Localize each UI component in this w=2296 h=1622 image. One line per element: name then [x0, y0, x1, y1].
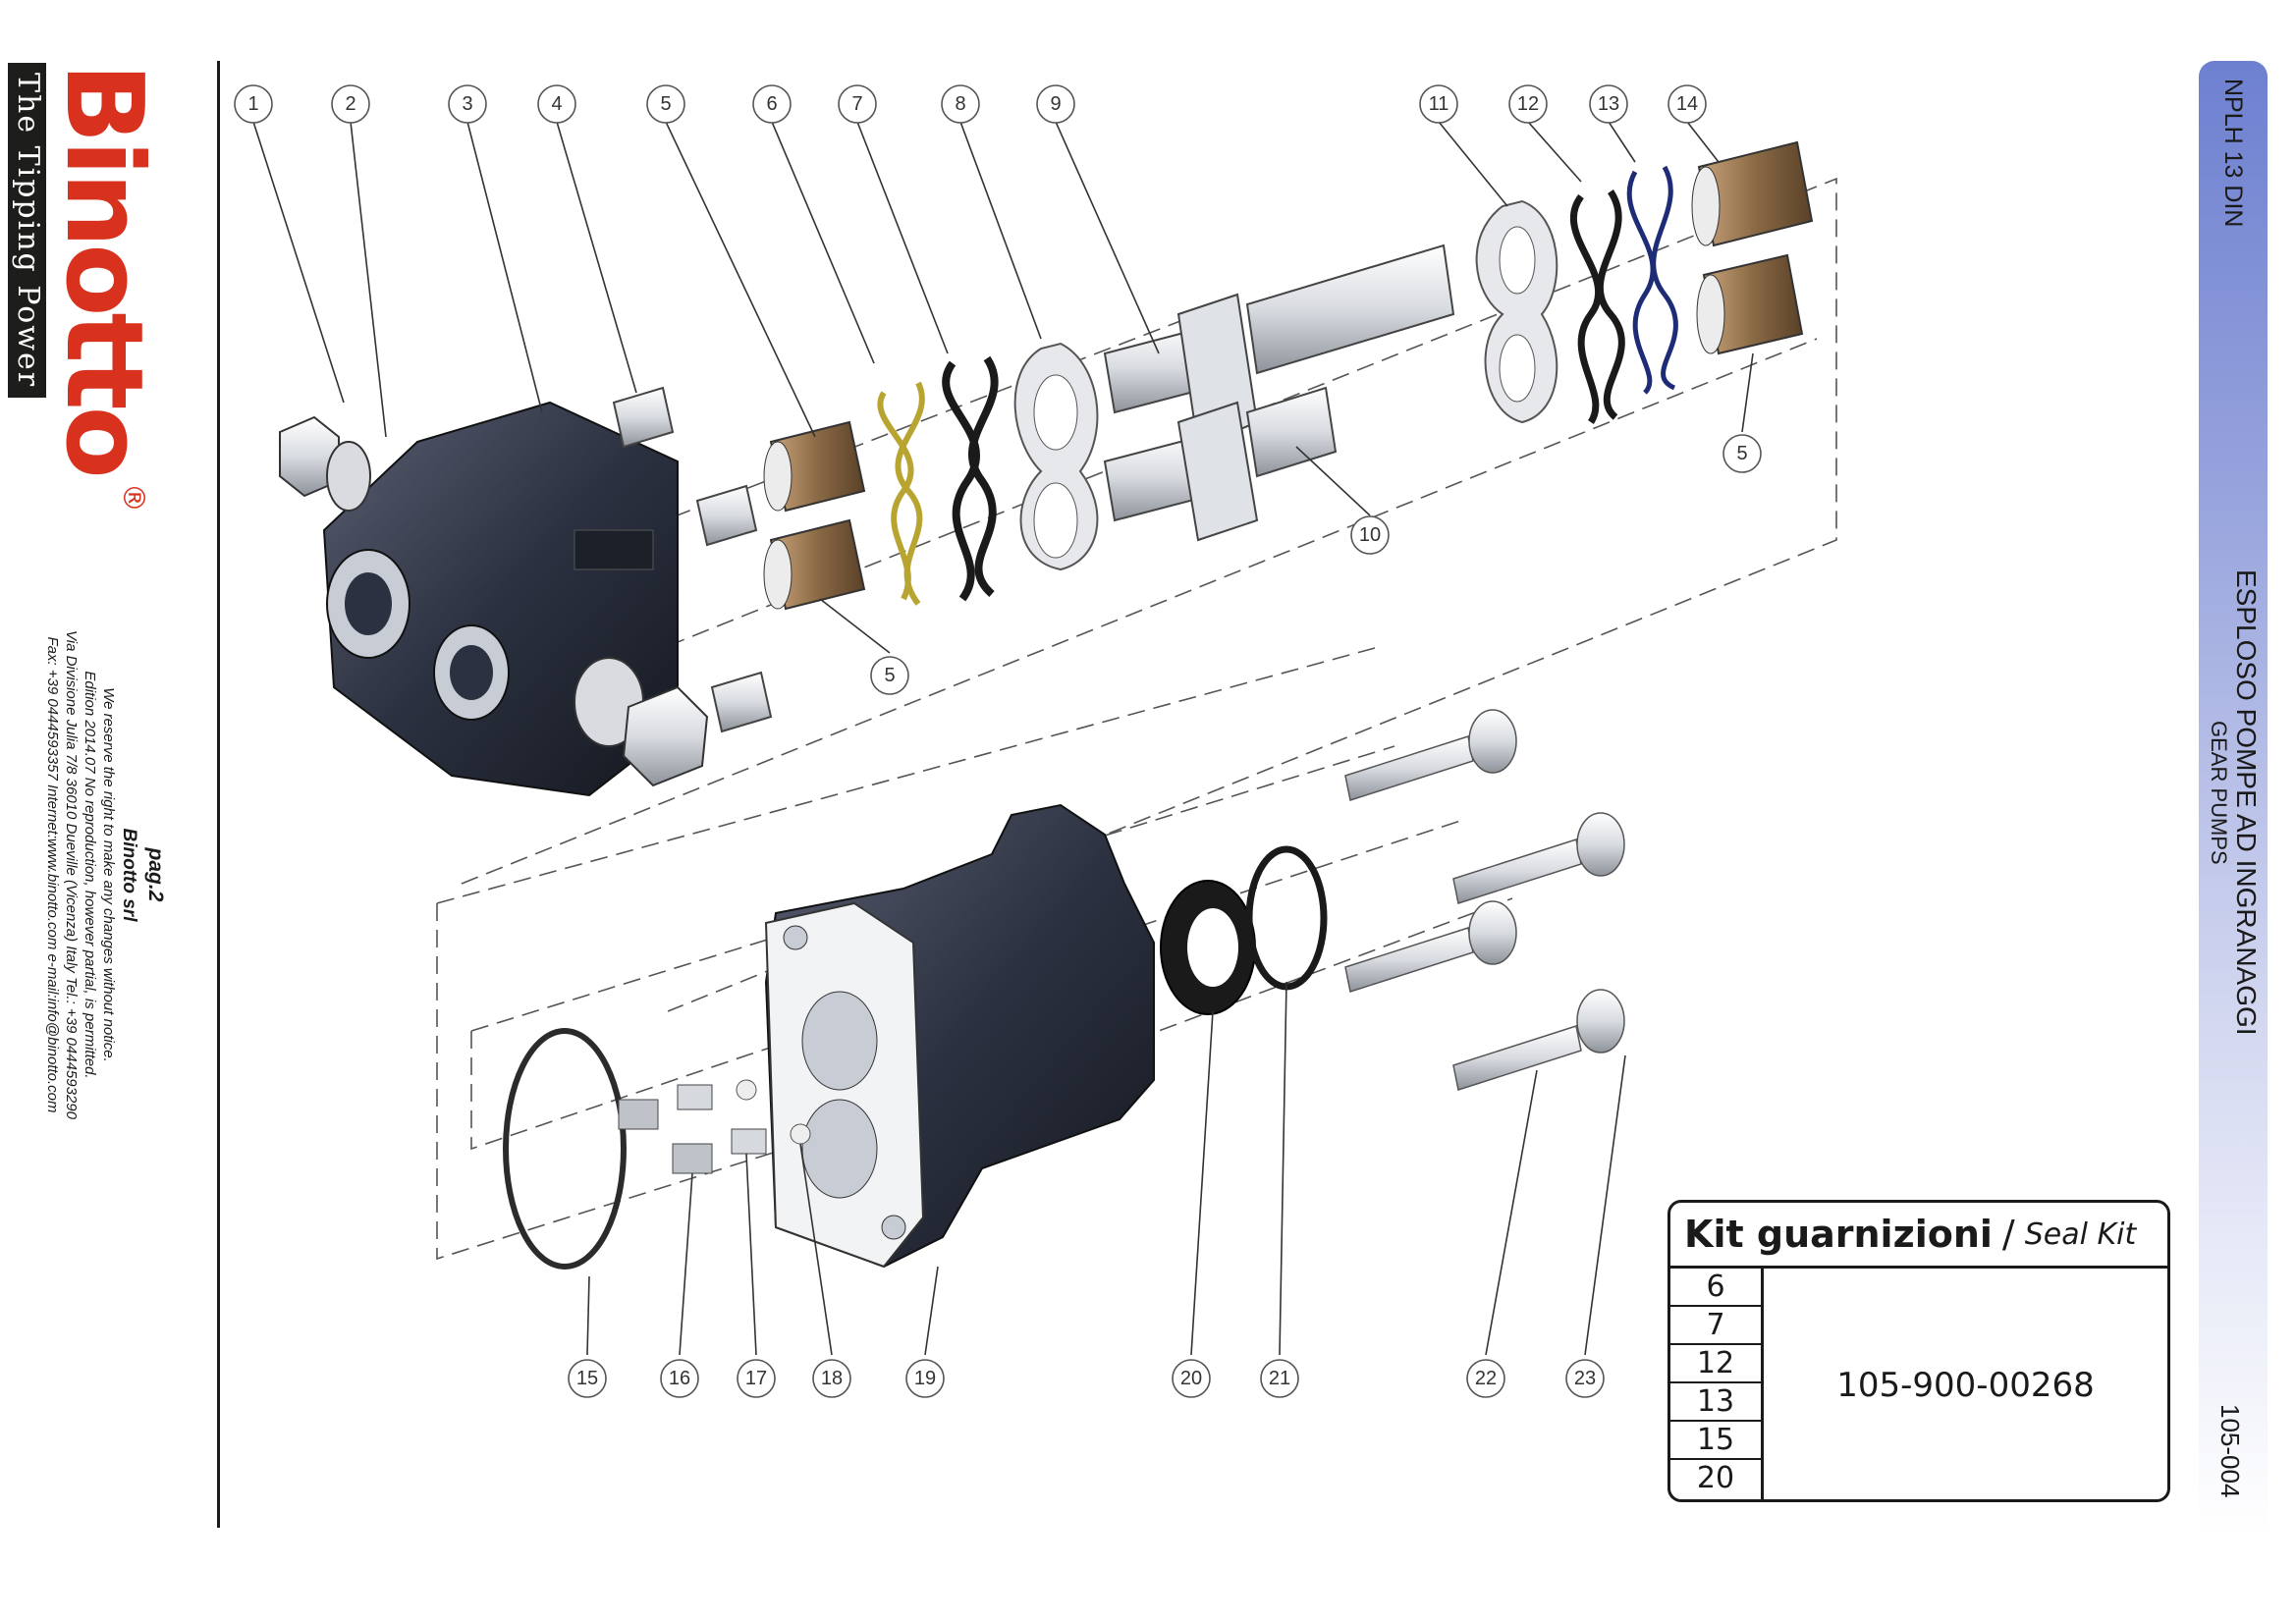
- callout-label: 1: [247, 93, 258, 115]
- seal-kit-position: 7: [1670, 1307, 1761, 1345]
- seal-12: [1570, 189, 1625, 424]
- bolt-2: [1452, 812, 1625, 904]
- bolt-4: [1452, 989, 1625, 1091]
- callout-4: 4: [537, 84, 576, 124]
- front-flange-19: [764, 803, 1155, 1269]
- callout-20: 20: [1172, 1359, 1211, 1398]
- callout-6: 6: [752, 84, 792, 124]
- callout-5: 5: [646, 84, 685, 124]
- callout-label: 2: [345, 93, 355, 115]
- seal-13: [1626, 165, 1678, 395]
- plug-lower: [574, 657, 709, 787]
- seal-kit-position: 20: [1696, 1461, 1735, 1495]
- bushing-14: [1691, 140, 1814, 247]
- callout-9: 9: [1036, 84, 1075, 124]
- margin-rule: [217, 61, 220, 1528]
- callout-22: 22: [1466, 1359, 1505, 1398]
- callout-21: 21: [1260, 1359, 1299, 1398]
- callout-17: 17: [737, 1359, 776, 1398]
- seal-6: [877, 381, 925, 606]
- callout-label: 16: [669, 1368, 690, 1389]
- callout-13: 13: [1589, 84, 1628, 124]
- seal-kit-separator: /: [2001, 1213, 2015, 1256]
- callout-label: 17: [745, 1368, 767, 1389]
- callout-label: 20: [1180, 1368, 1202, 1389]
- callout-label: 3: [462, 93, 472, 115]
- callout-2: 2: [331, 84, 370, 124]
- bolt-3: [1344, 900, 1517, 993]
- callout-14: 14: [1667, 84, 1707, 124]
- bushing-5b: [763, 518, 866, 611]
- callout-label: 6: [766, 93, 777, 115]
- spring-17: [677, 1084, 767, 1155]
- seal-7: [942, 355, 999, 602]
- callout-label: 21: [1269, 1368, 1290, 1389]
- callout-label: 13: [1598, 93, 1619, 115]
- pin-lower-2: [710, 671, 773, 733]
- callout-3: 3: [448, 84, 487, 124]
- callout-label: 5: [884, 665, 895, 686]
- seal-kit-title-italian: Kit guarnizioni: [1684, 1213, 1993, 1256]
- pin-4: [612, 386, 675, 449]
- bushing-5c: [1696, 253, 1804, 355]
- spring-16: [618, 1099, 713, 1174]
- callout-5: 5: [870, 656, 909, 695]
- bearing-plate-8: [1013, 342, 1099, 571]
- callout-16: 16: [660, 1359, 699, 1398]
- o-ring-15: [503, 1028, 627, 1270]
- seal-kit-header: Kit guarnizioni / Seal Kit: [1670, 1203, 2167, 1269]
- callout-11: 11: [1419, 84, 1458, 124]
- callout-label: 11: [1429, 93, 1449, 115]
- callout-label: 10: [1359, 524, 1381, 546]
- callout-1: 1: [234, 84, 273, 124]
- callout-label: 5: [660, 93, 671, 115]
- bushing-5a: [763, 420, 866, 513]
- shaft-seal-20: [1160, 880, 1256, 1015]
- callout-label: 7: [851, 93, 862, 115]
- seal-kit-position: 6: [1670, 1269, 1761, 1307]
- callout-10: 10: [1350, 515, 1390, 555]
- callout-label: 4: [551, 93, 562, 115]
- callout-label: 8: [955, 93, 965, 115]
- ball-18: [736, 1079, 811, 1145]
- seal-kit-position: 13: [1670, 1383, 1761, 1422]
- callout-23: 23: [1565, 1359, 1605, 1398]
- seal-kit-positions: 6 7 12 13 15 20: [1670, 1269, 1764, 1502]
- leader-lines: [252, 121, 1754, 1356]
- callout-label: 14: [1676, 93, 1698, 115]
- circlip-21: [1245, 845, 1328, 991]
- callout-12: 12: [1508, 84, 1548, 124]
- callout-5: 5: [1722, 434, 1762, 473]
- header-band: [2199, 61, 2268, 1536]
- callout-8: 8: [941, 84, 980, 124]
- callout-7: 7: [838, 84, 877, 124]
- callout-label: 23: [1574, 1368, 1596, 1389]
- callout-label: 12: [1517, 93, 1539, 115]
- seal-kit-position: 12: [1670, 1345, 1761, 1383]
- callout-19: 19: [905, 1359, 945, 1398]
- seal-kit-position: 15: [1670, 1422, 1761, 1460]
- driven-gear-10: [1103, 386, 1338, 542]
- seal-kit-title-english: Seal Kit: [2024, 1216, 2137, 1252]
- callout-15: 15: [568, 1359, 607, 1398]
- bolt-1: [1344, 709, 1517, 801]
- callout-label: 9: [1050, 93, 1061, 115]
- plug-1: [279, 415, 371, 512]
- callout-label: 15: [576, 1368, 598, 1389]
- callout-label: 18: [821, 1368, 843, 1389]
- callout-label: 22: [1475, 1368, 1497, 1389]
- seal-kit-table: Kit guarnizioni / Seal Kit 6 7 12 13 15 …: [1667, 1200, 2170, 1502]
- callout-label: 19: [914, 1368, 936, 1389]
- pin-lower-1: [695, 484, 758, 547]
- callout-18: 18: [812, 1359, 851, 1398]
- seal-kit-code: 105-900-00268: [1836, 1366, 2095, 1405]
- callout-label: 5: [1736, 443, 1747, 464]
- bearing-plate-11: [1475, 199, 1558, 424]
